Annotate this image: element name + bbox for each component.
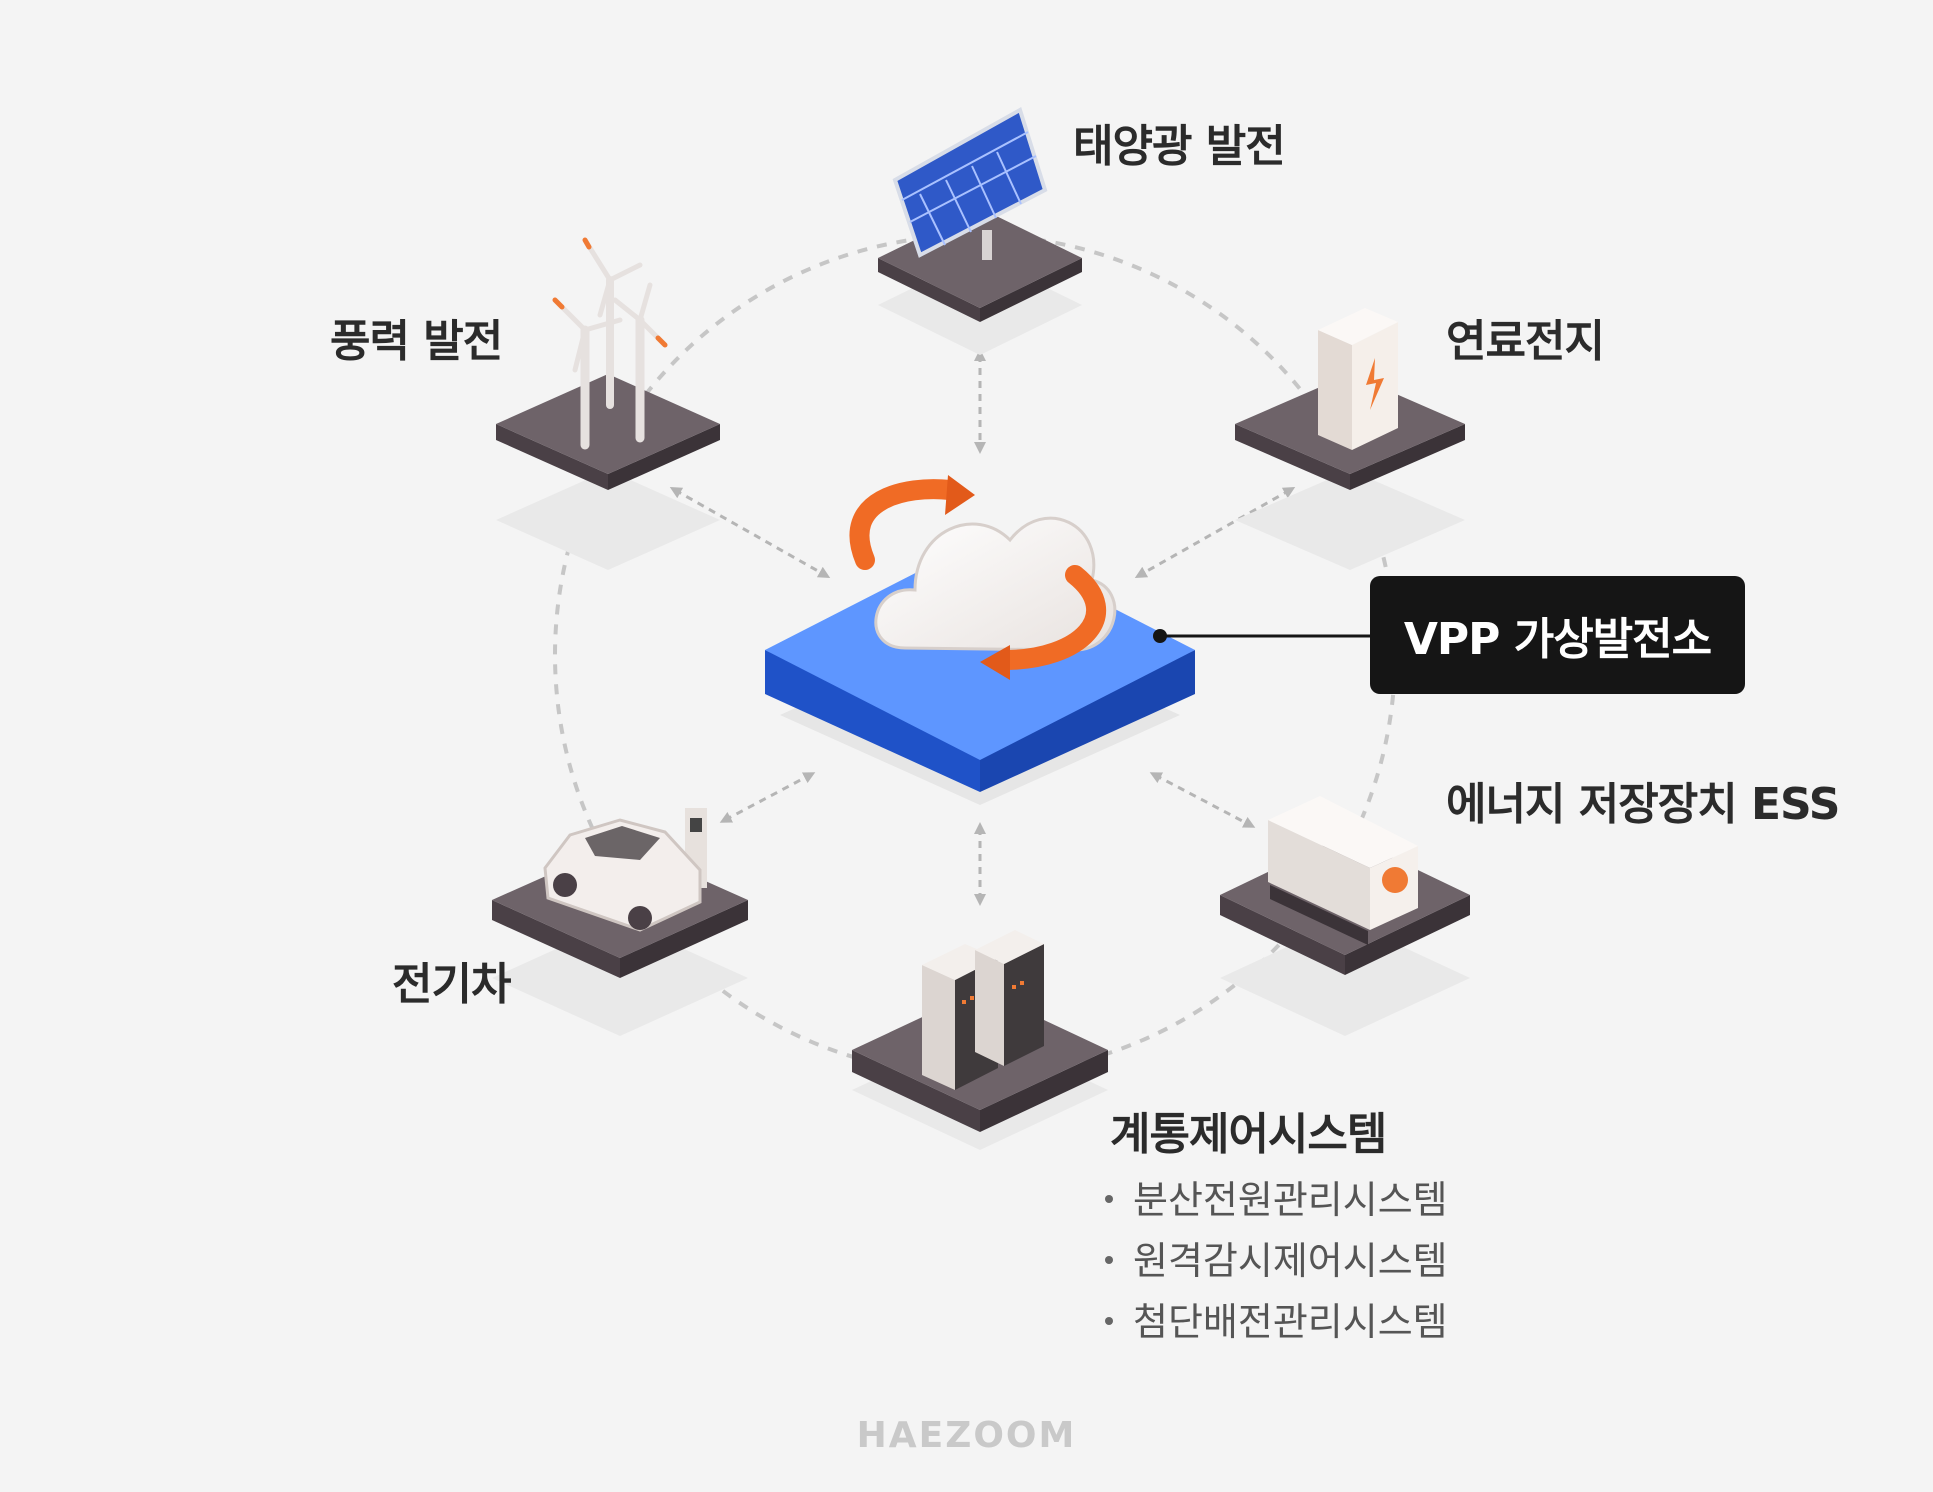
vpp-center-node xyxy=(765,475,1372,805)
ess-node xyxy=(1220,796,1470,1036)
server-rack-icon xyxy=(922,930,1044,1090)
bullet-icon xyxy=(1105,1194,1113,1203)
connector-arrows xyxy=(669,349,1296,906)
arrow-fuel xyxy=(1134,487,1296,578)
sync-arrowhead-top xyxy=(945,475,975,515)
solar-panel-icon xyxy=(892,107,1048,260)
subsystem-label: 분산전원관리시스템 xyxy=(1133,1178,1448,1222)
solar-label: 태양광 발전 xyxy=(1073,121,1286,172)
grid-control-node xyxy=(852,930,1108,1150)
wind-label: 풍력 발전 xyxy=(330,316,503,367)
subsystem-label: 원격감시제어시스템 xyxy=(1133,1239,1448,1283)
sync-arrows-icon xyxy=(849,479,1106,670)
car-icon xyxy=(543,818,702,932)
list-item: 원격감시제어시스템 xyxy=(1105,1231,1448,1292)
arrow-wind xyxy=(669,487,831,578)
fuel-cell-label: 연료전지 xyxy=(1446,316,1605,367)
list-item: 첨단배전관리시스템 xyxy=(1105,1292,1448,1353)
ev-node xyxy=(492,808,748,1036)
list-item: 분산전원관리시스템 xyxy=(1105,1170,1448,1231)
vpp-label: VPP 가상발전소 xyxy=(1403,614,1712,665)
cloud-icon xyxy=(874,516,1117,652)
fuel-cell-node xyxy=(1235,308,1465,570)
fuel-cell-icon xyxy=(1318,308,1398,450)
arrow-ev xyxy=(719,772,816,823)
grid-control-subsystems: 분산전원관리시스템 원격감시제어시스템 첨단배전관리시스템 xyxy=(1105,1170,1448,1353)
vpp-label-box: VPP 가상발전소 xyxy=(1370,576,1745,694)
ess-label: 에너지 저장장치 ESS xyxy=(1446,779,1840,830)
bullet-icon xyxy=(1105,1316,1113,1325)
brand-watermark: HAEZOOM xyxy=(856,1415,1077,1456)
wind-turbine-icon xyxy=(552,237,668,450)
ess-container-icon xyxy=(1268,796,1418,945)
ev-label: 전기차 xyxy=(392,959,511,1010)
solar-node xyxy=(878,107,1082,355)
arrow-ess xyxy=(1149,772,1256,828)
subsystem-label: 첨단배전관리시스템 xyxy=(1133,1300,1448,1344)
grid-control-label: 계통제어시스템 xyxy=(1110,1109,1387,1160)
bullet-icon xyxy=(1105,1255,1113,1264)
sync-arrowhead-bottom xyxy=(980,645,1010,680)
wind-node xyxy=(496,237,720,570)
